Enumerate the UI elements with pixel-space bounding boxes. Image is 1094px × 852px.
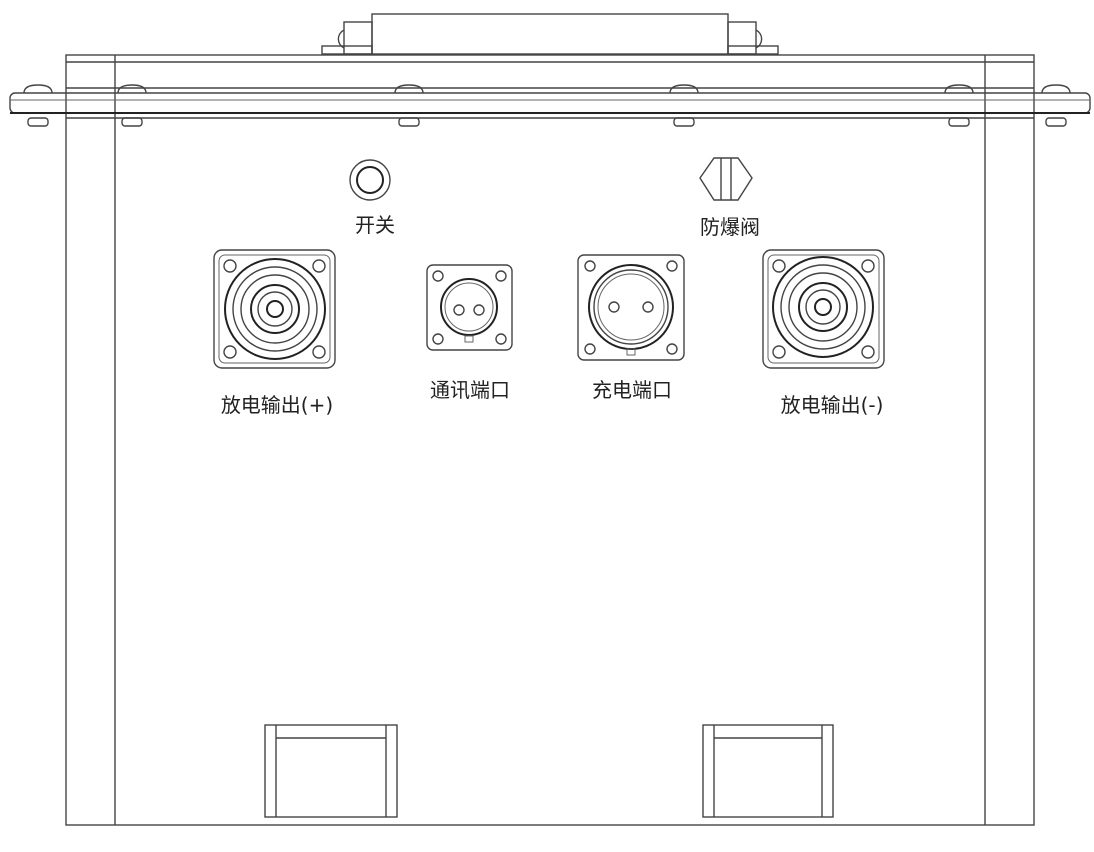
bolts (23, 84, 1071, 127)
discharge-positive-connector[interactable] (213, 249, 336, 369)
vent-valve-label: 防爆阀 (700, 215, 760, 239)
communication-port-connector[interactable] (426, 264, 513, 351)
bolt-icon (669, 84, 699, 127)
bolt-icon (944, 84, 974, 127)
bolt-icon (23, 84, 53, 127)
box-body (65, 54, 1035, 826)
bolt-icon (117, 84, 147, 127)
top-handle (321, 13, 779, 55)
charging-port-label: 充电端口 (592, 378, 672, 402)
switch-label: 开关 (355, 213, 395, 237)
power-switch[interactable] (349, 159, 391, 201)
bolt-icon (394, 84, 424, 127)
bottom-handle-right (702, 724, 834, 818)
discharge-negative-label: 放电输出(-) (781, 393, 884, 417)
communication-port-label: 通讯端口 (430, 378, 510, 402)
charging-port-connector[interactable] (577, 254, 685, 361)
discharge-positive-label: 放电输出(+) (221, 393, 333, 417)
vent-valve-icon (699, 157, 753, 201)
bolt-icon (1041, 84, 1071, 127)
lid-flange (9, 87, 1091, 119)
discharge-negative-connector[interactable] (762, 249, 885, 369)
bottom-handle-left (264, 724, 398, 818)
